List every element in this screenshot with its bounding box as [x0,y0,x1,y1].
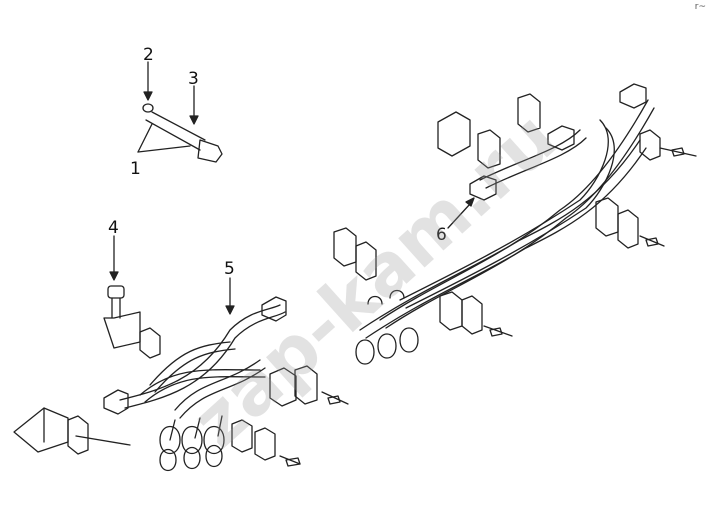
corner-mark: r~ [694,2,706,12]
left-clamps [231,365,349,467]
injector-sleeve-part [137,103,223,163]
left-mounting-bracket [13,407,89,455]
callout-5: 5 [224,259,235,279]
callout-3: 3 [188,69,199,89]
callout-1: 1 [130,159,141,179]
right-clamps [333,93,697,337]
right-pipe-bundle [355,83,655,365]
leader-lines [75,61,471,446]
callout-2: 2 [143,45,154,65]
left-pipe-bundle [103,296,287,472]
callout-4: 4 [108,218,119,238]
bolt-part [103,285,161,359]
callout-6: 6 [436,225,447,245]
leader-arrowheads [109,91,475,315]
